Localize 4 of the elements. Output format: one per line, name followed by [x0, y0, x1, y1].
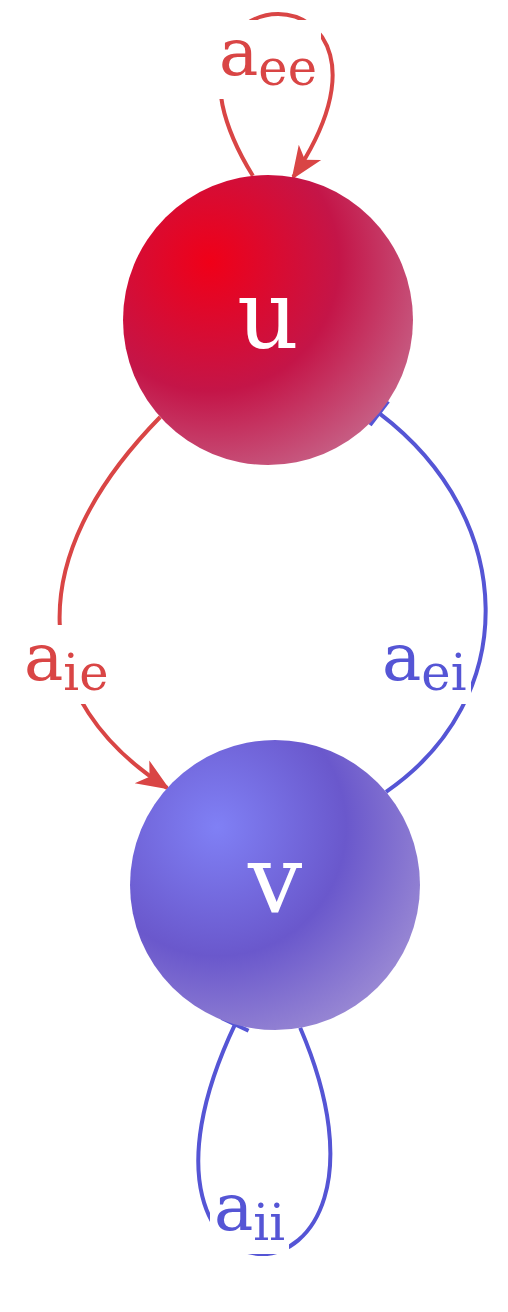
inhibition-connector [367, 399, 488, 794]
node-label: v [247, 832, 303, 928]
edge-label: a$_{ee}$ [215, 20, 321, 100]
node-label: u [237, 267, 299, 363]
